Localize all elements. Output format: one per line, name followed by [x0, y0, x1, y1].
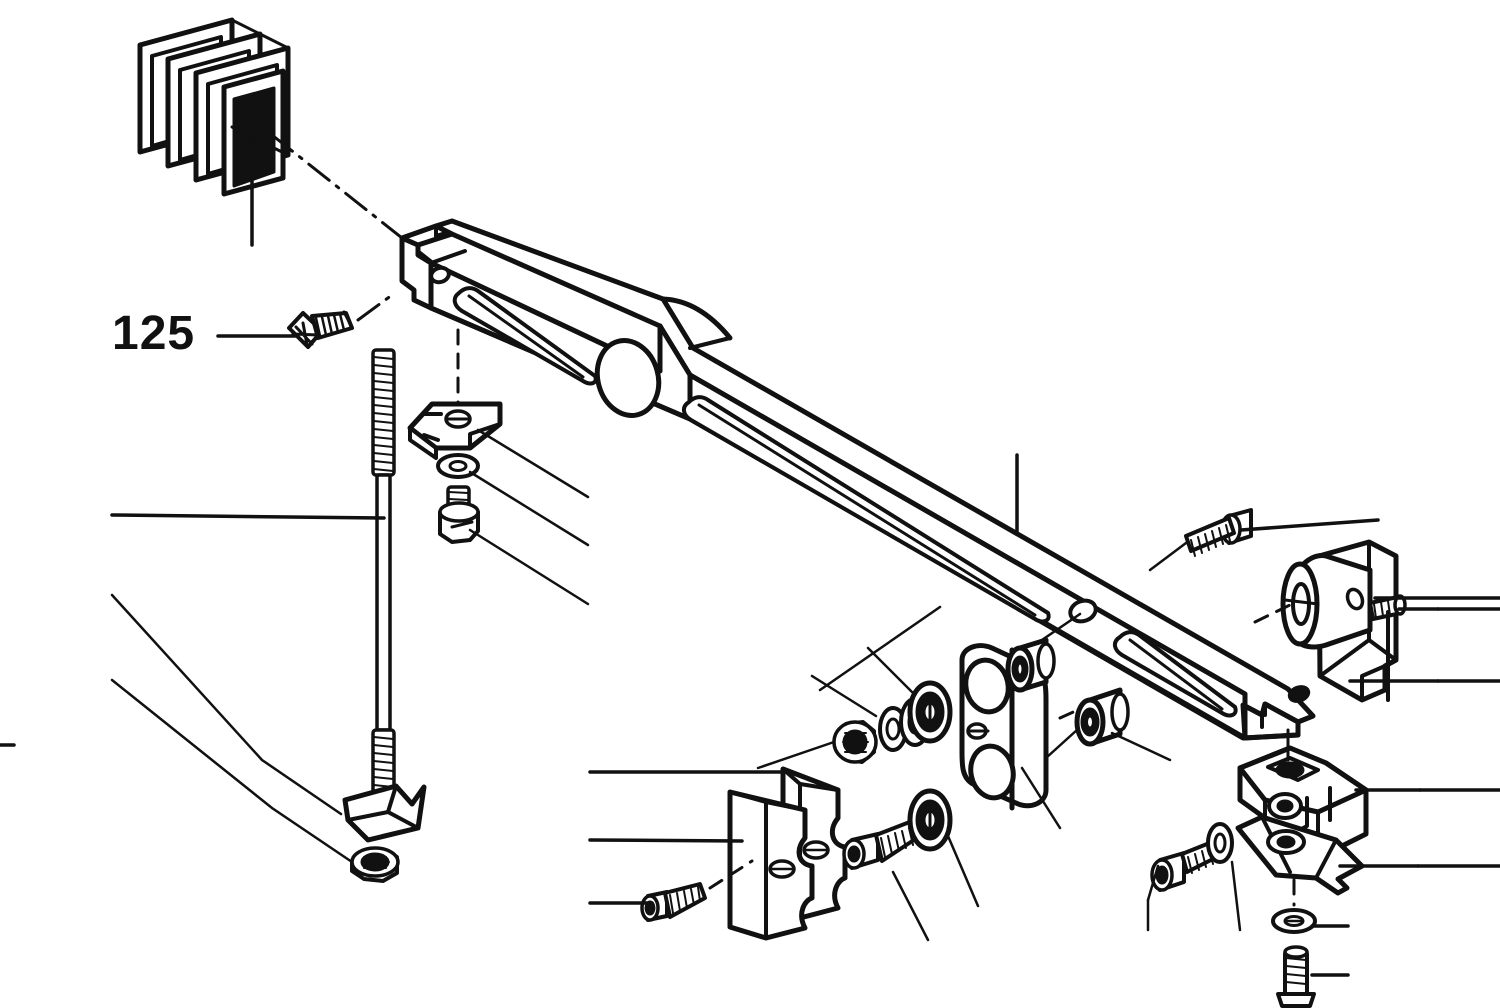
leader-knurled-knob [468, 528, 590, 606]
arm-head-hole [429, 265, 451, 285]
threaded-rod [371, 348, 396, 837]
leader-bracket-clip [476, 428, 590, 499]
leader-link-plate [1020, 766, 1062, 830]
knurled-knob [438, 485, 480, 544]
centerline-screw [356, 293, 394, 322]
leader-hex-bolt-lower [1146, 864, 1160, 902]
bushing-upper [1005, 637, 1056, 693]
flat-washer-small [436, 453, 480, 479]
link-hole-lower [968, 743, 1016, 801]
roller-cylinder [1280, 553, 1373, 650]
pan-head-screw [287, 310, 354, 349]
lock-nut-center [832, 720, 878, 764]
bearing-upper [907, 680, 953, 744]
arm-boss-hole [594, 338, 662, 418]
leader-threaded-rod [110, 513, 386, 520]
hex-bolt-right [1184, 508, 1253, 557]
link-hole-upper [963, 657, 1011, 715]
bearing-lower [907, 788, 953, 852]
leader-arrow-upper [110, 593, 343, 816]
leader-bushing-lower [1110, 731, 1172, 762]
assembly-arrow [342, 783, 427, 843]
leader-washer-lower-right [1230, 860, 1242, 932]
set-screw-left [640, 882, 707, 922]
leader-bearing-upper [866, 646, 914, 694]
leader-socket-cap-screw [891, 870, 930, 942]
bushing-lower [1074, 687, 1130, 747]
leader-flat-washer [468, 470, 590, 547]
leader-bushing-upper [1037, 612, 1082, 644]
centerline-gasket-to-arm [270, 133, 457, 282]
leader-arm-underside [818, 605, 942, 692]
leader-bearing-lower [946, 834, 980, 908]
callout-number-125: 125 [112, 307, 196, 360]
gasket-stack [137, 17, 291, 197]
washer-clamp [1271, 908, 1317, 934]
roller-set-hole [1345, 587, 1365, 611]
cam-plate-front [727, 789, 815, 941]
washer-lower-right [1206, 822, 1234, 864]
leader-cam-plate-front [588, 838, 744, 843]
leader-hex-bolt-right [1239, 518, 1380, 532]
arm-hole-tip [1287, 685, 1311, 703]
link-plate [959, 643, 1049, 811]
hex-lock-nut [350, 846, 400, 883]
leader-lock-nut-center [756, 740, 836, 770]
assembly-line-cam [708, 859, 754, 890]
sheet-bracket-clip [407, 401, 503, 460]
main-arm [399, 218, 1316, 741]
assembly-line-roller [1253, 602, 1294, 624]
screw-clamp [1276, 945, 1316, 1008]
leader-lock-nut [110, 678, 354, 864]
clamp-plate [1235, 814, 1365, 896]
leader-hex-bolt-tip [1148, 541, 1188, 572]
socket-cap-screw [842, 816, 928, 870]
leader-washer-stack [810, 674, 878, 718]
